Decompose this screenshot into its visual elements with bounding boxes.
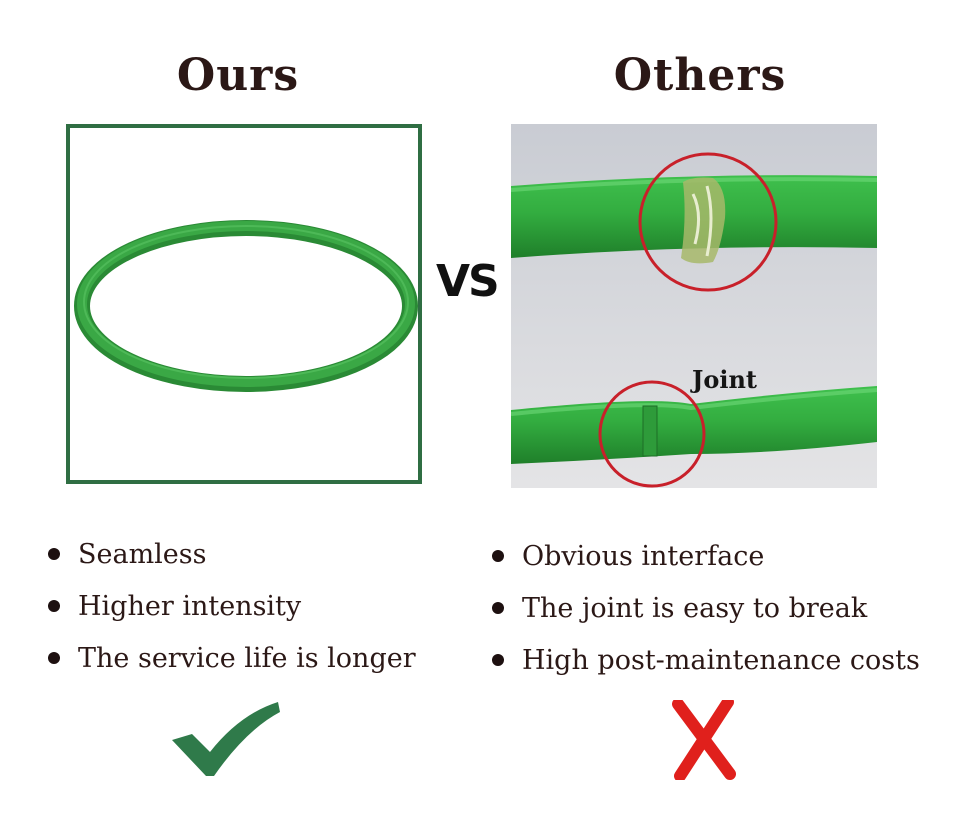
jointed-belt-photo: Joint xyxy=(511,124,877,488)
ours-feature-list: Seamless Higher intensity The service li… xyxy=(48,528,416,684)
bullet-icon xyxy=(492,654,504,666)
joint-label: Joint xyxy=(692,365,758,394)
feature-text: Higher intensity xyxy=(78,590,302,622)
list-item: Obvious interface xyxy=(492,530,920,582)
list-item: Higher intensity xyxy=(48,580,416,632)
ours-heading: Ours xyxy=(176,50,300,101)
bullet-icon xyxy=(492,602,504,614)
seamless-belt-ring xyxy=(74,220,418,392)
x-icon xyxy=(672,700,736,780)
list-item: The joint is easy to break xyxy=(492,582,920,634)
feature-text: The service life is longer xyxy=(78,642,416,674)
bullet-icon xyxy=(48,600,60,612)
list-item: The service life is longer xyxy=(48,632,416,684)
bullet-icon xyxy=(492,550,504,562)
bullet-icon xyxy=(48,652,60,664)
feature-text: High post-maintenance costs xyxy=(522,644,920,676)
bullet-icon xyxy=(48,548,60,560)
jointed-belt-drawing xyxy=(511,124,877,488)
feature-text: Obvious interface xyxy=(522,540,765,572)
seamless-belt-image xyxy=(66,124,422,484)
checkmark-icon xyxy=(172,702,280,776)
others-feature-list: Obvious interface The joint is easy to b… xyxy=(492,530,920,686)
feature-text: Seamless xyxy=(78,538,207,570)
feature-text: The joint is easy to break xyxy=(522,592,868,624)
list-item: High post-maintenance costs xyxy=(492,634,920,686)
vs-label: VS xyxy=(436,256,500,307)
others-heading: Others xyxy=(613,50,787,101)
list-item: Seamless xyxy=(48,528,416,580)
